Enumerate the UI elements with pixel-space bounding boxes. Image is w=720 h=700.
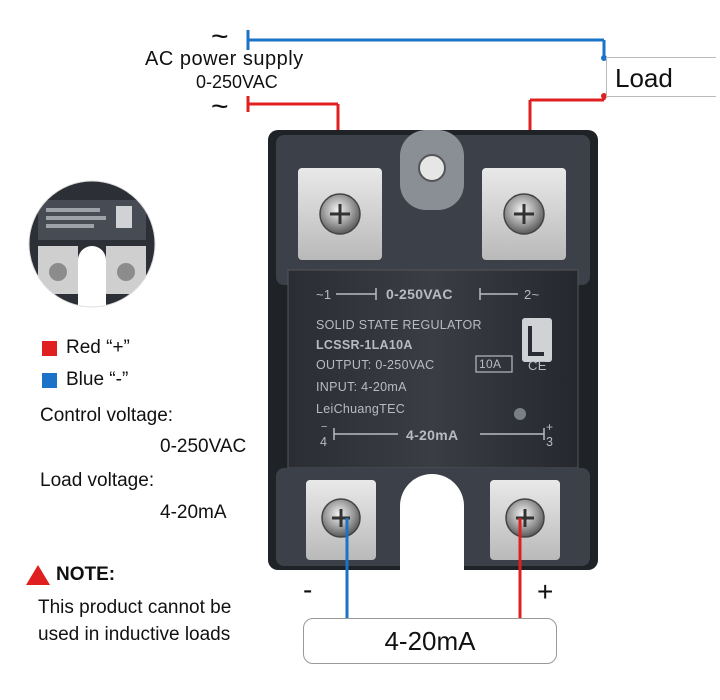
relay-photo-inset	[28, 180, 156, 308]
red-legend-swatch	[42, 341, 57, 356]
face-plus-sign: +	[546, 420, 554, 434]
face-term-4: 4	[320, 435, 328, 449]
face-line1: SOLID STATE REGULATOR	[316, 318, 482, 332]
input-minus-sign: -	[303, 574, 313, 605]
face-top-range: 0-250VAC	[386, 286, 453, 302]
control-voltage-label: Control voltage:	[40, 405, 174, 426]
blue-legend-swatch	[42, 373, 57, 388]
tilde-top: ~	[211, 20, 229, 53]
face-term-2: 2~	[524, 287, 540, 302]
blue-legend-label: Blue “-”	[66, 369, 129, 390]
control-voltage-value: 0-250VAC	[160, 436, 247, 457]
face-term-1: ~1	[316, 287, 332, 302]
face-line3: OUTPUT: 0-250VAC	[316, 358, 435, 372]
warning-icon	[26, 565, 50, 585]
blue-load-node	[601, 55, 607, 61]
ac-supply-range: 0-250VAC	[196, 72, 278, 92]
input-signal-box: 4-20mA	[303, 618, 557, 664]
face-line5: LeiChuangTEC	[316, 402, 406, 416]
load-voltage-label: Load voltage:	[40, 470, 155, 491]
note-line1: This product cannot be	[38, 597, 232, 618]
red-legend-label: Red “+”	[66, 337, 130, 358]
face-line4: INPUT: 4-20mA	[316, 380, 407, 394]
tilde-bottom: ~	[211, 90, 229, 123]
input-plus-sign: +	[537, 576, 554, 607]
load-box: Load	[606, 57, 716, 97]
relay-body	[268, 130, 598, 570]
face-current-badge: 10A	[479, 357, 502, 371]
load-voltage-value: 4-20mA	[160, 502, 227, 523]
face-bottom-range: 4-20mA	[406, 427, 459, 443]
note-heading: NOTE:	[56, 564, 116, 585]
face-minus-sign: −	[321, 421, 328, 433]
note-line2: used in inductive loads	[38, 624, 231, 645]
face-line2: LCSSR-1LA10A	[316, 338, 413, 352]
ac-supply-label: AC power supply	[145, 48, 304, 70]
ce-mark: CE	[528, 358, 547, 373]
face-term-3: 3	[546, 435, 554, 449]
